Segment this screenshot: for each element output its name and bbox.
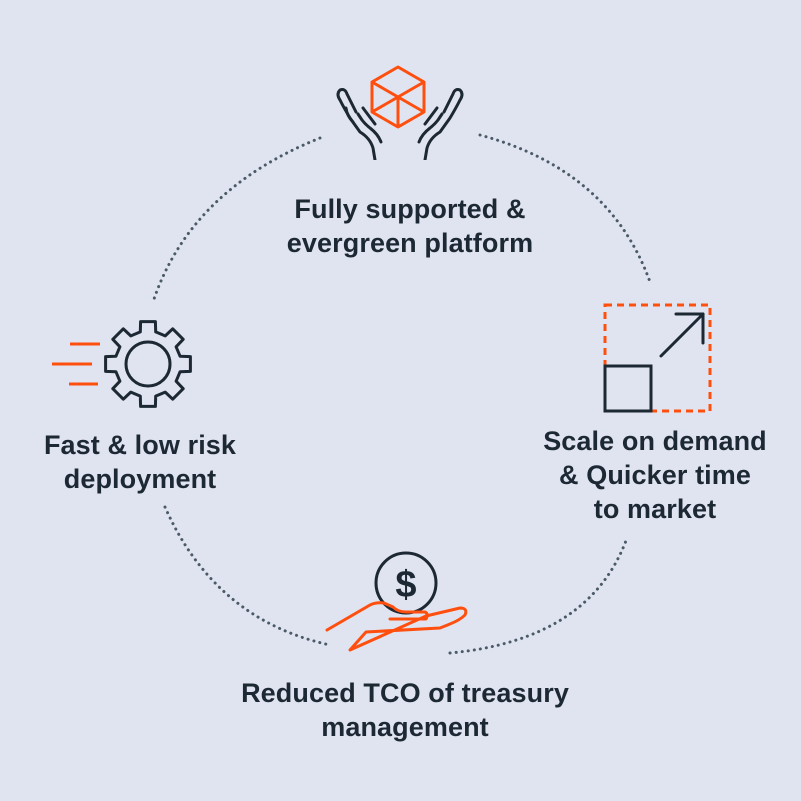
label-line: management (321, 712, 489, 742)
label-line: Fast & low risk (43, 430, 237, 460)
label-line: Reduced TCO of treasury (241, 678, 569, 708)
hand-holding-dollar-coin-icon: $ (325, 551, 468, 652)
label-fast-low-risk-deployment: Fast & low risk deployment (20, 428, 260, 496)
label-line: evergreen platform (286, 228, 534, 258)
arc-top-right (478, 133, 652, 284)
label-line: Fully supported & (294, 194, 526, 224)
fast-gear-icon (52, 320, 192, 408)
svg-text:$: $ (395, 564, 416, 606)
label-reduced-tco: Reduced TCO of treasury management (200, 676, 610, 744)
hands-holding-cube-icon (336, 65, 464, 160)
label-fully-supported-platform: Fully supported & evergreen platform (250, 192, 570, 260)
label-line: deployment (63, 464, 217, 494)
label-line: Scale on demand (543, 426, 767, 456)
label-line: & Quicker time (559, 460, 751, 490)
arc-top-left (151, 136, 322, 304)
scale-up-arrow-icon (603, 303, 712, 413)
arc-bottom-right (448, 536, 629, 655)
arc-bottom-left (163, 505, 332, 647)
label-line: to market (593, 494, 717, 524)
label-scale-on-demand: Scale on demand & Quicker time to market (520, 424, 790, 526)
